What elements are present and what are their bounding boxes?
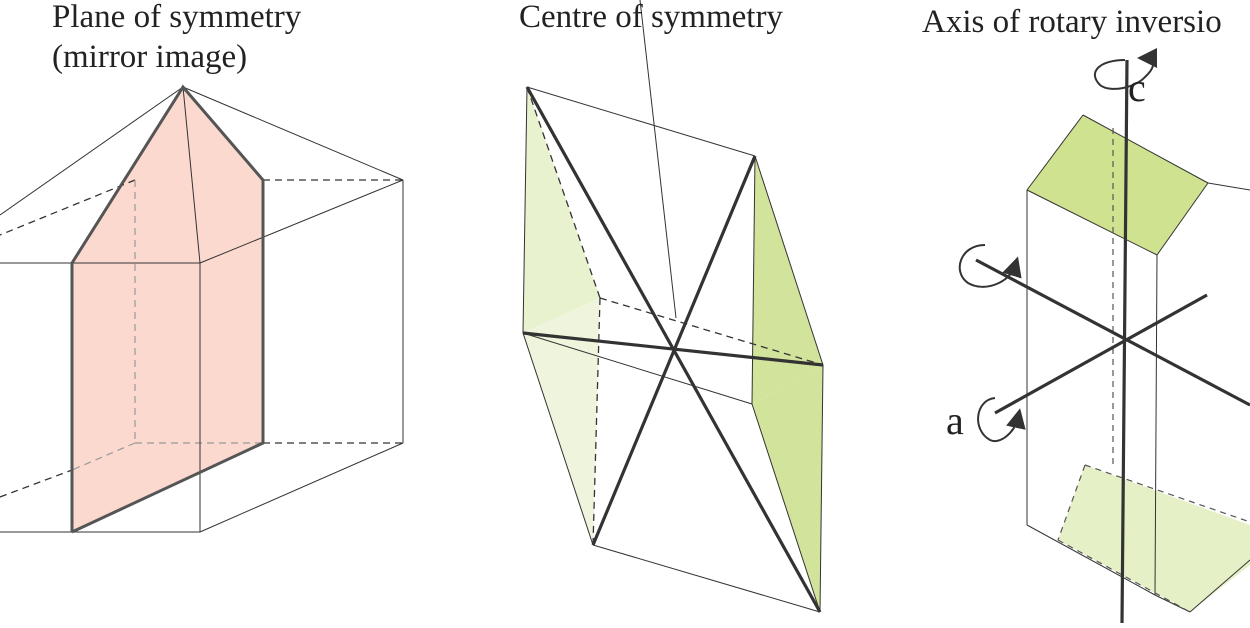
right-lower-face <box>752 365 823 612</box>
parallelepiped-edges <box>522 0 824 613</box>
bottom-face <box>1058 465 1250 612</box>
axis-a-label: a <box>946 398 964 443</box>
centre-diagonals <box>522 86 824 613</box>
prism-hidden-edges <box>1057 128 1250 613</box>
hidden-edges-prism <box>0 179 403 498</box>
centre-of-symmetry-title: Centre of symmetry <box>519 0 783 35</box>
rotation-arrow-c-icon <box>1093 48 1158 90</box>
rotation-arrow-icons <box>958 48 1158 443</box>
rotary-inversion-crystal <box>958 48 1250 624</box>
left-lower-face <box>523 298 600 545</box>
plane-of-symmetry-crystal <box>0 84 404 534</box>
rotary-inversion-title: Axis of rotary inversio <box>922 4 1222 40</box>
mirror-plane-face <box>72 87 263 532</box>
rotation-axes <box>975 59 1250 624</box>
plane-of-symmetry-title-line2: (mirror image) <box>52 39 248 75</box>
centre-of-symmetry-crystal <box>522 0 824 613</box>
visible-edges-prism <box>0 86 404 533</box>
parallelepiped-hidden-edges <box>526 86 824 546</box>
mirror-plane-outline <box>70 84 265 534</box>
rotation-arrow-b-icon <box>958 244 1022 288</box>
axis-a-line <box>994 293 1208 415</box>
prism-edges <box>1026 114 1250 613</box>
hidden-edges-back <box>71 180 263 471</box>
rotation-arrow-a-icon <box>977 397 1026 443</box>
plane-of-symmetry-title-line1: Plane of symmetry <box>52 0 302 35</box>
top-face <box>1027 115 1208 255</box>
left-face <box>523 87 600 333</box>
axis-b-line <box>975 258 1250 407</box>
right-face <box>752 156 823 404</box>
axis-c-label: c <box>1128 65 1146 110</box>
